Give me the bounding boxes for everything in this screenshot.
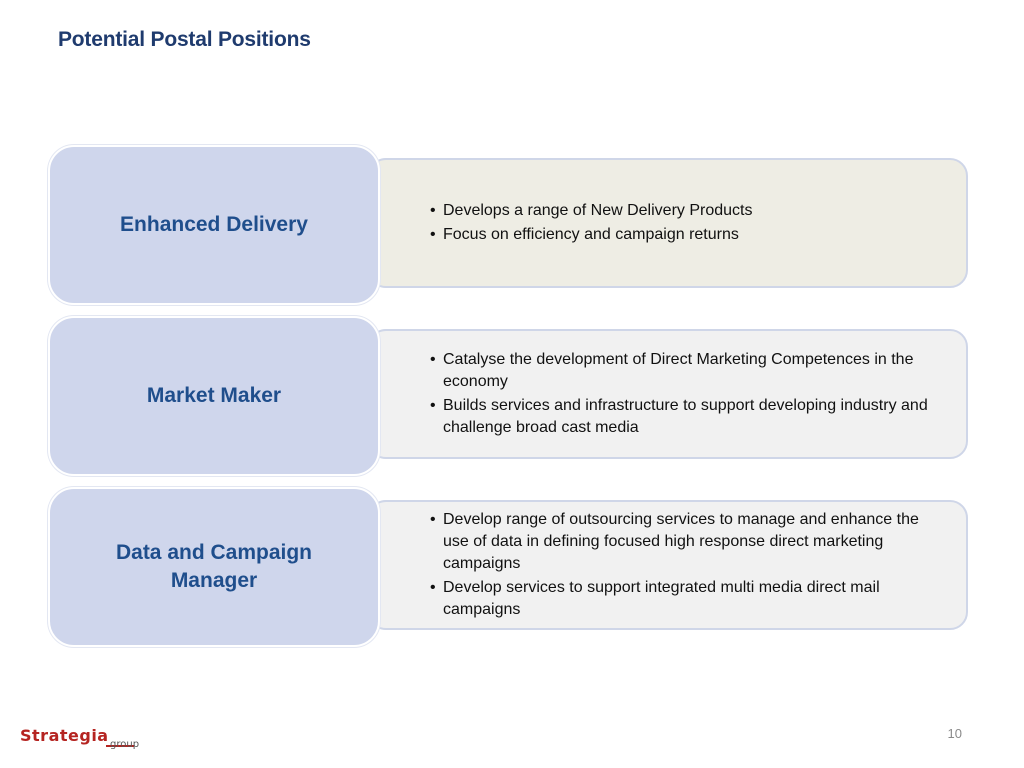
bullet-item: Develop range of outsourcing services to… xyxy=(430,509,936,575)
position-row-market-maker: Catalyse the development of Direct Marke… xyxy=(48,316,972,476)
bullet-item: Develops a range of New Delivery Product… xyxy=(430,200,752,222)
description-box: Catalyse the development of Direct Marke… xyxy=(368,329,968,459)
page-number: 10 xyxy=(947,726,962,741)
bullet-list: Catalyse the development of Direct Marke… xyxy=(370,347,966,441)
strategia-logo: Strategia group xyxy=(20,726,170,756)
bullet-item: Catalyse the development of Direct Marke… xyxy=(430,349,936,393)
bullet-item: Focus on efficiency and campaign returns xyxy=(430,224,752,246)
position-label-box: Market Maker xyxy=(48,316,380,476)
description-box: Develops a range of New Delivery Product… xyxy=(368,158,968,288)
bullet-list: Develop range of outsourcing services to… xyxy=(370,507,966,623)
position-row-data-campaign-manager: Develop range of outsourcing services to… xyxy=(48,487,972,647)
description-box: Develop range of outsourcing services to… xyxy=(368,500,968,630)
logo-wordmark: Strategia xyxy=(20,726,109,745)
slide-title: Potential Postal Positions xyxy=(58,28,311,51)
position-label-box: Data and Campaign Manager xyxy=(48,487,380,647)
position-label: Enhanced Delivery xyxy=(120,213,308,236)
position-row-enhanced-delivery: Develops a range of New Delivery Product… xyxy=(48,145,972,305)
bullet-item: Builds services and infrastructure to su… xyxy=(430,395,936,439)
logo-underline xyxy=(106,745,134,747)
bullet-list: Develops a range of New Delivery Product… xyxy=(370,198,782,248)
position-label: Data and Campaign Manager xyxy=(115,541,313,592)
logo-subtext: group xyxy=(110,739,140,750)
position-label: Market Maker xyxy=(146,384,282,407)
bullet-item: Develop services to support integrated m… xyxy=(430,577,936,621)
position-label-box: Enhanced Delivery xyxy=(48,145,380,305)
